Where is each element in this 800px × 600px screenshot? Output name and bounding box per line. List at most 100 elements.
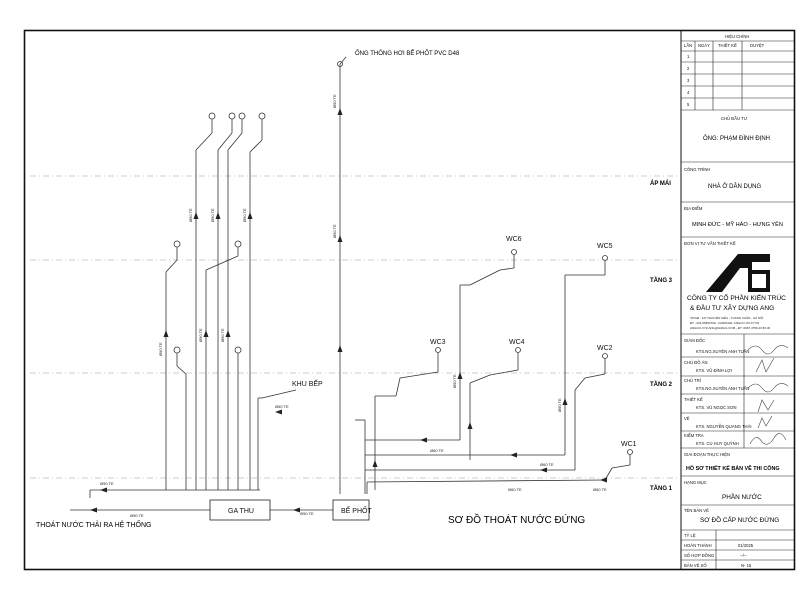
- company-info-2: ĐT : 024.66652709 - FANPAGE: ANGCO.VN.XY…: [690, 321, 759, 325]
- sheet-name-label: TÊN BẢN VẼ: [684, 508, 709, 513]
- drain-stacks: [165, 112, 266, 491]
- chair-name: KTS. VŨ ĐÌNH LỢI: [696, 368, 732, 373]
- design-label: THIẾT KẾ: [684, 397, 703, 402]
- contract-label: SỐ HỢP ĐỒNG: [684, 553, 714, 558]
- company-name-2: & ĐẦU TƯ XÂY DỰNG ANG: [690, 302, 774, 312]
- vent-pipe-label: ỐNG THÔNG HƠI BỂ PHỐT PVC D48: [355, 50, 460, 57]
- revision-col: LẦN: [684, 43, 692, 48]
- checker-name: KTS. CÙ HUY QUỲNH: [696, 441, 739, 446]
- company-logo-icon: [706, 254, 770, 292]
- outlet-pipes: [70, 487, 333, 513]
- signature-designer: [757, 399, 775, 413]
- wc-branches: [355, 249, 633, 494]
- stage-value: HỒ SƠ THIẾT KẾ BẢN VẼ THI CÔNG: [686, 464, 780, 472]
- pipe-tag-small: Ø60 TE: [593, 487, 607, 492]
- director-label: GIÁM ĐỐC: [684, 338, 705, 343]
- revision-col: NGÀY: [698, 43, 710, 48]
- kitchen-label: KHU BẾP: [292, 378, 323, 388]
- pipe-tag-small: Ø60 TE: [540, 462, 554, 467]
- contract-value: --/--: [740, 553, 747, 558]
- drawer-name: KTS. NGUYỄN QUANG THÁI: [696, 424, 752, 429]
- pipe-tag: Ø90 TE: [198, 328, 203, 342]
- company-info-1: VP/CĐ : 127 NGUYỄN SIÊU - THANH XUÂN - H…: [690, 315, 763, 320]
- pipe-tag-small: Ø60 TE: [508, 487, 522, 492]
- host-label: CHỦ TRÌ: [684, 378, 701, 383]
- signature-drawer: [757, 415, 773, 429]
- sheet-no-label: BẢN VẼ SỐ: [684, 563, 707, 568]
- pipe-tag: Ø90 TE: [332, 94, 337, 108]
- title-block: HIỆU CHỈNH LẦN NGÀY THIẾT KẾ DUYỆT 1 2 3…: [681, 34, 794, 569]
- level-lines: [30, 175, 678, 479]
- revision-header: HIỆU CHỈNH: [725, 34, 749, 39]
- company-info-3: ANGCO.XYZ.ANG@GMAIL.COM - ĐT :0967.4756.…: [690, 326, 771, 330]
- revision-row: 2: [687, 66, 690, 71]
- completed-value: 01/2025: [738, 543, 754, 548]
- signature-host: [747, 383, 789, 393]
- level-2-label: TẦNG 2: [650, 381, 673, 388]
- revision-col: DUYỆT: [750, 43, 765, 48]
- wc4-label: WC4: [509, 339, 525, 346]
- pipe-tag: Ø90 TE: [242, 208, 247, 222]
- level-3-label: TẦNG 3: [650, 277, 673, 284]
- pipe-tag: Ø90 TE: [300, 511, 314, 516]
- stack-arrows: [163, 212, 253, 337]
- category-value: PHẦN NƯỚC: [722, 491, 762, 501]
- category-label: HẠNG MỤC: [684, 480, 707, 485]
- stage-label: GIAI ĐOẠN THỰC HIỆN: [684, 452, 730, 457]
- pipe-tag: Ø90 TE: [210, 208, 215, 222]
- designer-name: KTS. VŨ NGỌC SƠN: [696, 405, 737, 410]
- revision-col: THIẾT KẾ: [718, 43, 737, 48]
- kitchen-branch: [257, 389, 297, 490]
- pipe-tag: Ø90 TE: [332, 224, 337, 238]
- location-label: ĐỊA ĐIỂM: [684, 206, 703, 211]
- pipe-tag: Ø90 TE: [188, 208, 193, 222]
- scale-label: TỶ LỆ: [684, 533, 696, 538]
- outlet-label: THOÁT NƯỚC THẢI RA HỆ THỐNG: [36, 519, 151, 529]
- chair-label: CHỦ ĐỒ ÁN: [684, 360, 708, 365]
- wc5-label: WC5: [597, 243, 613, 250]
- wc6-label: WC6: [506, 236, 522, 243]
- check-label: KIỂM TRA: [684, 433, 704, 438]
- host-name: KTS.NG.XUYÊN ANH TUẤN: [696, 386, 749, 391]
- wc3-label: WC3: [430, 339, 446, 346]
- drawing-frame: [23, 29, 796, 571]
- revision-row: 1: [687, 54, 690, 59]
- diagram-title: SƠ ĐỒ THOÁT NƯỚC ĐỨNG: [448, 513, 585, 526]
- pipe-tags: Ø90 TE Ø90 TE Ø90 TE Ø90 TE Ø90 TE Ø90 T…: [100, 94, 607, 518]
- pipe-tag-small: Ø60 TE: [430, 448, 444, 453]
- draw-label: VẼ: [684, 416, 690, 421]
- pipe-tag: Ø90 TE: [452, 374, 457, 388]
- wc1-label: WC1: [621, 441, 637, 448]
- signature-checker: [749, 433, 787, 445]
- level-roof-label: ÁP MÁI: [650, 180, 671, 187]
- signature-chair: [755, 357, 775, 373]
- pipe-tag-small: Ø60 TE: [275, 404, 289, 409]
- pipe-tag: Ø90 TE: [100, 481, 114, 486]
- owner-label: CHỦ ĐẦU TƯ: [721, 116, 748, 121]
- consultant-label: ĐƠN VỊ TƯ VẤN THIẾT KẾ: [684, 241, 736, 246]
- owner-value: ÔNG: PHẠM ĐÌNH ĐỊNH: [703, 135, 770, 142]
- level-1-label: TẦNG 1: [650, 485, 673, 492]
- manhole-label: GA THU: [228, 508, 254, 515]
- vent-pipe: [337, 56, 347, 494]
- project-label: CÔNG TRÌNH: [684, 167, 710, 172]
- sheet-no-value: N- 15: [741, 563, 752, 568]
- sheet-name-value: SƠ ĐỒ CẤP NƯỚC ĐỨNG: [700, 514, 779, 524]
- completed-label: HOÀN THÀNH: [684, 543, 712, 548]
- revision-row: 4: [687, 90, 690, 95]
- project-value: NHÀ Ở DÂN DỤNG: [708, 183, 761, 190]
- revision-row: 3: [687, 78, 690, 83]
- signature-director: [747, 345, 789, 355]
- pipe-tag: Ø90 TE: [220, 328, 225, 342]
- wc-arrows: [372, 372, 607, 483]
- pipe-tag: Ø90 TE: [557, 398, 562, 412]
- septic-tank-label: BỂ PHỐT: [341, 505, 372, 515]
- company-name-1: CÔNG TY CỔ PHẦN KIẾN TRÚC: [687, 292, 786, 302]
- pipe-tag: Ø90 TE: [158, 342, 163, 356]
- wc2-label: WC2: [597, 345, 613, 352]
- pipe-tag: Ø90 TE: [130, 513, 144, 518]
- revision-row: 5: [687, 102, 690, 107]
- location-value: MINH ĐỨC - MỸ HÀO - HƯNG YÊN: [692, 220, 783, 228]
- director-name: KTS.NG.XUYÊN ANH TUẤN: [696, 349, 749, 354]
